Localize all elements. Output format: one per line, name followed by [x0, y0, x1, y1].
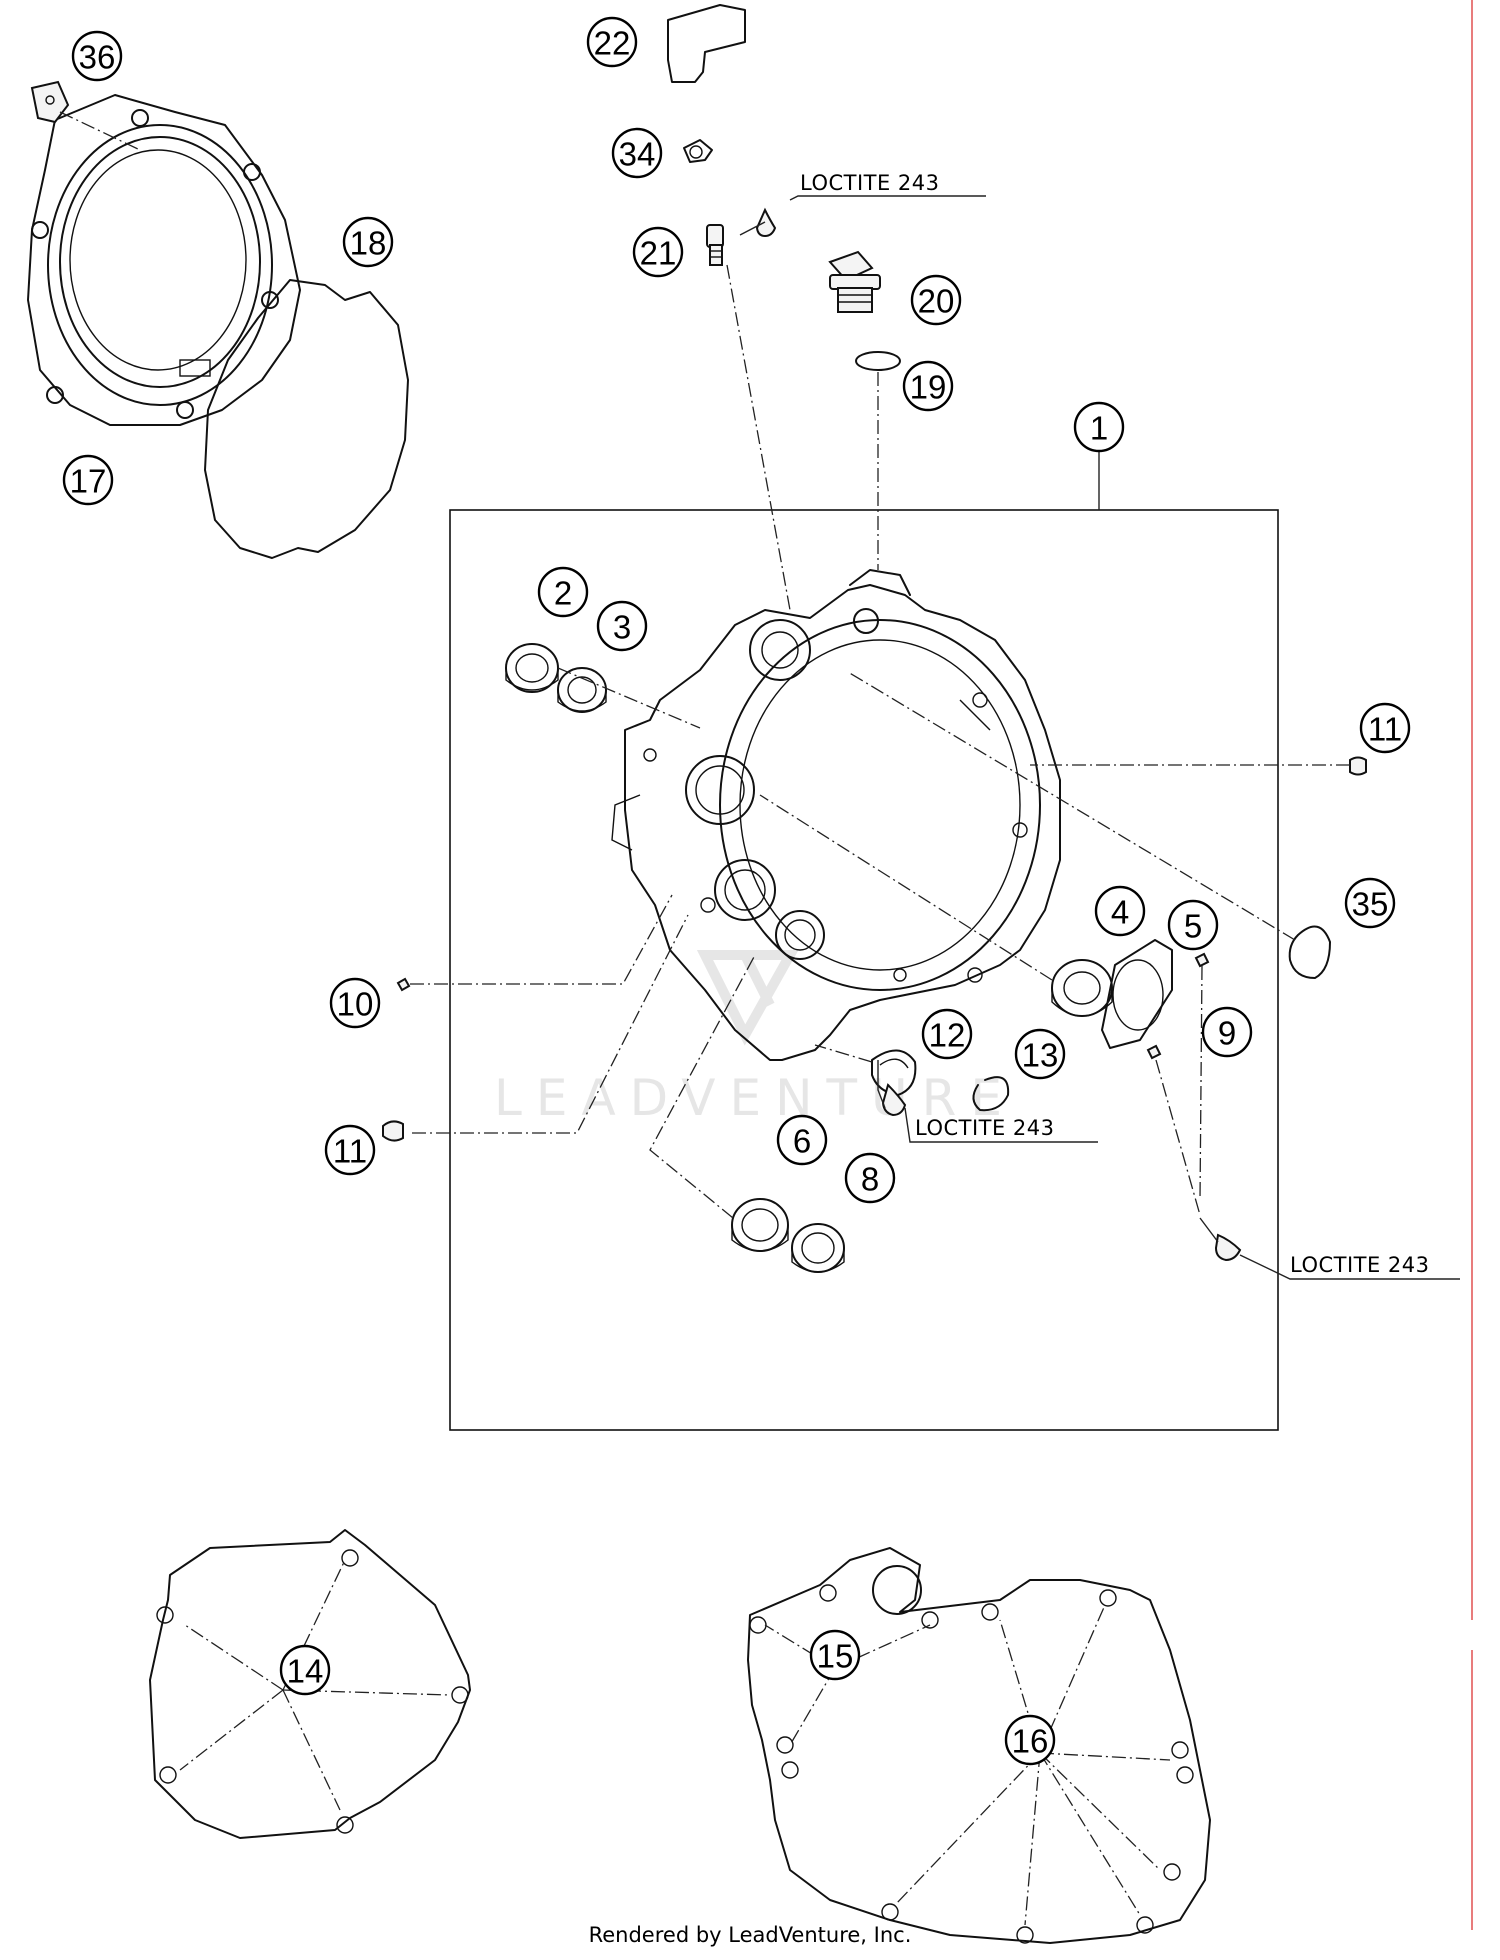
part-5-cover-plate[interactable] — [1101, 939, 1173, 1049]
svg-text:11: 11 — [1368, 711, 1402, 748]
callout-9[interactable]: 9 — [1201, 1006, 1253, 1058]
part-11-dowel-right[interactable] — [1349, 756, 1367, 776]
part-35-ring[interactable] — [1288, 925, 1331, 979]
callout-19[interactable]: 19 — [902, 360, 954, 412]
svg-text:13: 13 — [1022, 1037, 1059, 1074]
callout-34[interactable]: 34 — [611, 127, 663, 179]
callout-22[interactable]: 22 — [586, 16, 638, 68]
part-18-cover-gasket[interactable] — [204, 279, 409, 559]
group-frame — [449, 509, 1279, 1431]
svg-text:35: 35 — [1352, 886, 1389, 923]
loctite-note-mid: LOCTITE 243 — [915, 1116, 1055, 1140]
callout-18[interactable]: 18 — [342, 216, 394, 268]
loctite-note-right: LOCTITE 243 — [1290, 1253, 1430, 1277]
svg-text:17: 17 — [70, 463, 107, 500]
svg-text:20: 20 — [918, 283, 955, 320]
callout-12[interactable]: 12 — [921, 1008, 973, 1060]
svg-text:5: 5 — [1184, 908, 1202, 945]
part-10-dowel[interactable] — [396, 977, 411, 992]
callout-4[interactable]: 4 — [1094, 885, 1146, 937]
part-8-seal[interactable] — [791, 1223, 845, 1273]
part-21-fitting[interactable] — [706, 224, 724, 266]
svg-text:34: 34 — [619, 136, 656, 173]
callout-14[interactable]: 14 — [279, 1644, 331, 1696]
loctite-drop-top — [755, 207, 777, 238]
callout-35[interactable]: 35 — [1344, 877, 1396, 929]
svg-text:9: 9 — [1218, 1015, 1236, 1052]
callout-11-left[interactable]: 11 — [324, 1124, 376, 1176]
callout-3[interactable]: 3 — [596, 600, 648, 652]
part-9-screw-upper[interactable] — [1194, 952, 1210, 968]
callout-5[interactable]: 5 — [1167, 899, 1219, 951]
callout-10[interactable]: 10 — [329, 977, 381, 1029]
callout-21[interactable]: 21 — [632, 226, 684, 278]
svg-text:4: 4 — [1111, 894, 1129, 931]
loctite-drop-mid — [881, 1083, 907, 1117]
part-4-bearing[interactable] — [1051, 959, 1113, 1017]
callout-17[interactable]: 17 — [62, 454, 114, 506]
part-34-hose-clamp[interactable] — [683, 139, 713, 163]
callout-2[interactable]: 2 — [537, 566, 589, 618]
svg-text:1: 1 — [1090, 410, 1108, 447]
part-12-seal[interactable] — [871, 1049, 917, 1096]
loctite-drop-right — [1214, 1233, 1242, 1262]
svg-text:19: 19 — [910, 369, 947, 406]
callout-1[interactable]: 1 — [1073, 401, 1125, 453]
svg-text:12: 12 — [929, 1017, 966, 1054]
svg-text:18: 18 — [350, 225, 387, 262]
part-6-seal[interactable] — [731, 1198, 789, 1252]
part-19-o-ring[interactable] — [855, 351, 901, 371]
part-20-oil-filler-plug[interactable] — [828, 250, 881, 313]
svg-text:15: 15 — [817, 1638, 854, 1675]
part-22-hose[interactable] — [667, 4, 746, 83]
callout-15[interactable]: 15 — [809, 1629, 861, 1681]
part-9-screw-lower[interactable] — [1146, 1044, 1162, 1060]
callout-8[interactable]: 8 — [844, 1152, 896, 1204]
svg-text:10: 10 — [337, 986, 374, 1023]
part-13-circlip[interactable] — [972, 1076, 1010, 1112]
part-14-gasket[interactable] — [149, 1529, 471, 1839]
loctite-note-top: LOCTITE 243 — [800, 171, 940, 195]
callout-20[interactable]: 20 — [910, 274, 962, 326]
part-2-seal[interactable] — [505, 643, 559, 693]
part-16-gasket[interactable] — [747, 1547, 1211, 1944]
part-17-outer-clutch-cover[interactable] — [27, 94, 301, 426]
svg-text:8: 8 — [861, 1161, 879, 1198]
svg-text:22: 22 — [594, 25, 631, 62]
svg-text:36: 36 — [79, 39, 116, 76]
svg-text:6: 6 — [793, 1123, 811, 1160]
part-36-bracket[interactable] — [30, 80, 70, 124]
footer-credit: Rendered by LeadVenture, Inc. — [589, 1923, 912, 1947]
svg-text:21: 21 — [640, 235, 677, 272]
svg-text:2: 2 — [554, 575, 572, 612]
watermark: LEADVENTURE — [494, 950, 1016, 1127]
svg-text:14: 14 — [287, 1653, 324, 1690]
callout-36[interactable]: 36 — [71, 30, 123, 82]
svg-text:3: 3 — [613, 609, 631, 646]
callout-11-right[interactable]: 11 — [1359, 702, 1411, 754]
watermark-text: LEADVENTURE — [494, 1069, 1016, 1127]
callout-16[interactable]: 16 — [1004, 1714, 1056, 1766]
part-11-dowel-left[interactable] — [382, 1120, 404, 1142]
svg-text:16: 16 — [1012, 1723, 1049, 1760]
part-3-seal[interactable] — [557, 667, 607, 713]
callout-13[interactable]: 13 — [1014, 1028, 1066, 1080]
svg-text:11: 11 — [333, 1133, 367, 1170]
part-1-clutch-cover[interactable] — [611, 569, 1061, 1061]
callout-6[interactable]: 6 — [776, 1114, 828, 1166]
